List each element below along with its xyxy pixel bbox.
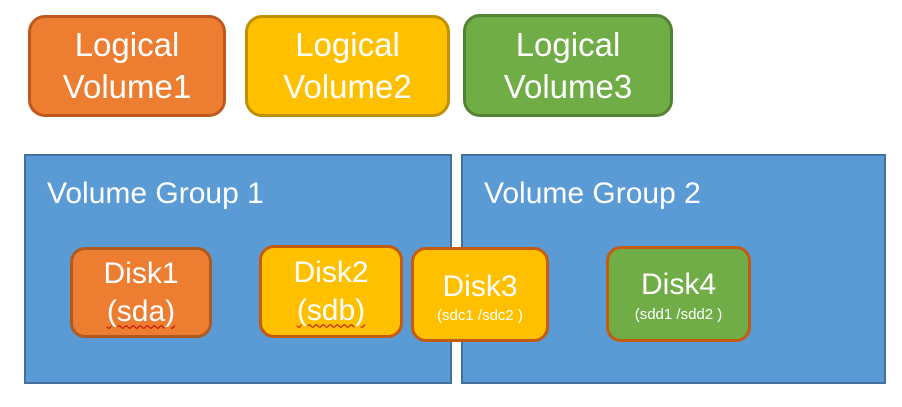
disk3-name: Disk3: [442, 269, 518, 303]
logical-volume-3-label-line1: Logical: [515, 25, 621, 63]
logical-volume-1-label-line1: Logical: [74, 26, 180, 64]
disk2-box: Disk2 (sdb): [259, 245, 403, 338]
logical-volume-2-label-line1: Logical: [295, 26, 400, 64]
logical-volume-1-box: Logical Volume1: [28, 15, 226, 117]
disk4-devices: (sdd1 /sdd2 ): [634, 305, 723, 323]
disk2-devices: (sdb): [296, 293, 366, 327]
logical-volume-3-label-line2: Volume3: [503, 67, 633, 105]
disk4-box: Disk4 (sdd1 /sdd2 ): [606, 246, 751, 342]
volume-group-2-title: Volume Group 2: [484, 177, 701, 210]
disk4-name: Disk4: [640, 268, 716, 301]
disk3-devices: (sdc1 /sdc2 ): [437, 307, 523, 324]
disk1-name: Disk1: [103, 257, 179, 290]
logical-volume-2-box: Logical Volume2: [245, 15, 450, 117]
disk1-box: Disk1 (sda): [70, 247, 212, 338]
disk2-name: Disk2: [293, 256, 369, 289]
logical-volume-1-label-line2: Volume1: [62, 68, 192, 105]
logical-volume-2-label-line2: Volume2: [283, 68, 412, 105]
volume-group-1-title: Volume Group 1: [47, 177, 264, 210]
disk1-devices: (sda): [106, 294, 176, 328]
logical-volume-3-box: Logical Volume3: [463, 14, 673, 117]
disk3-box: Disk3 (sdc1 /sdc2 ): [411, 247, 549, 342]
